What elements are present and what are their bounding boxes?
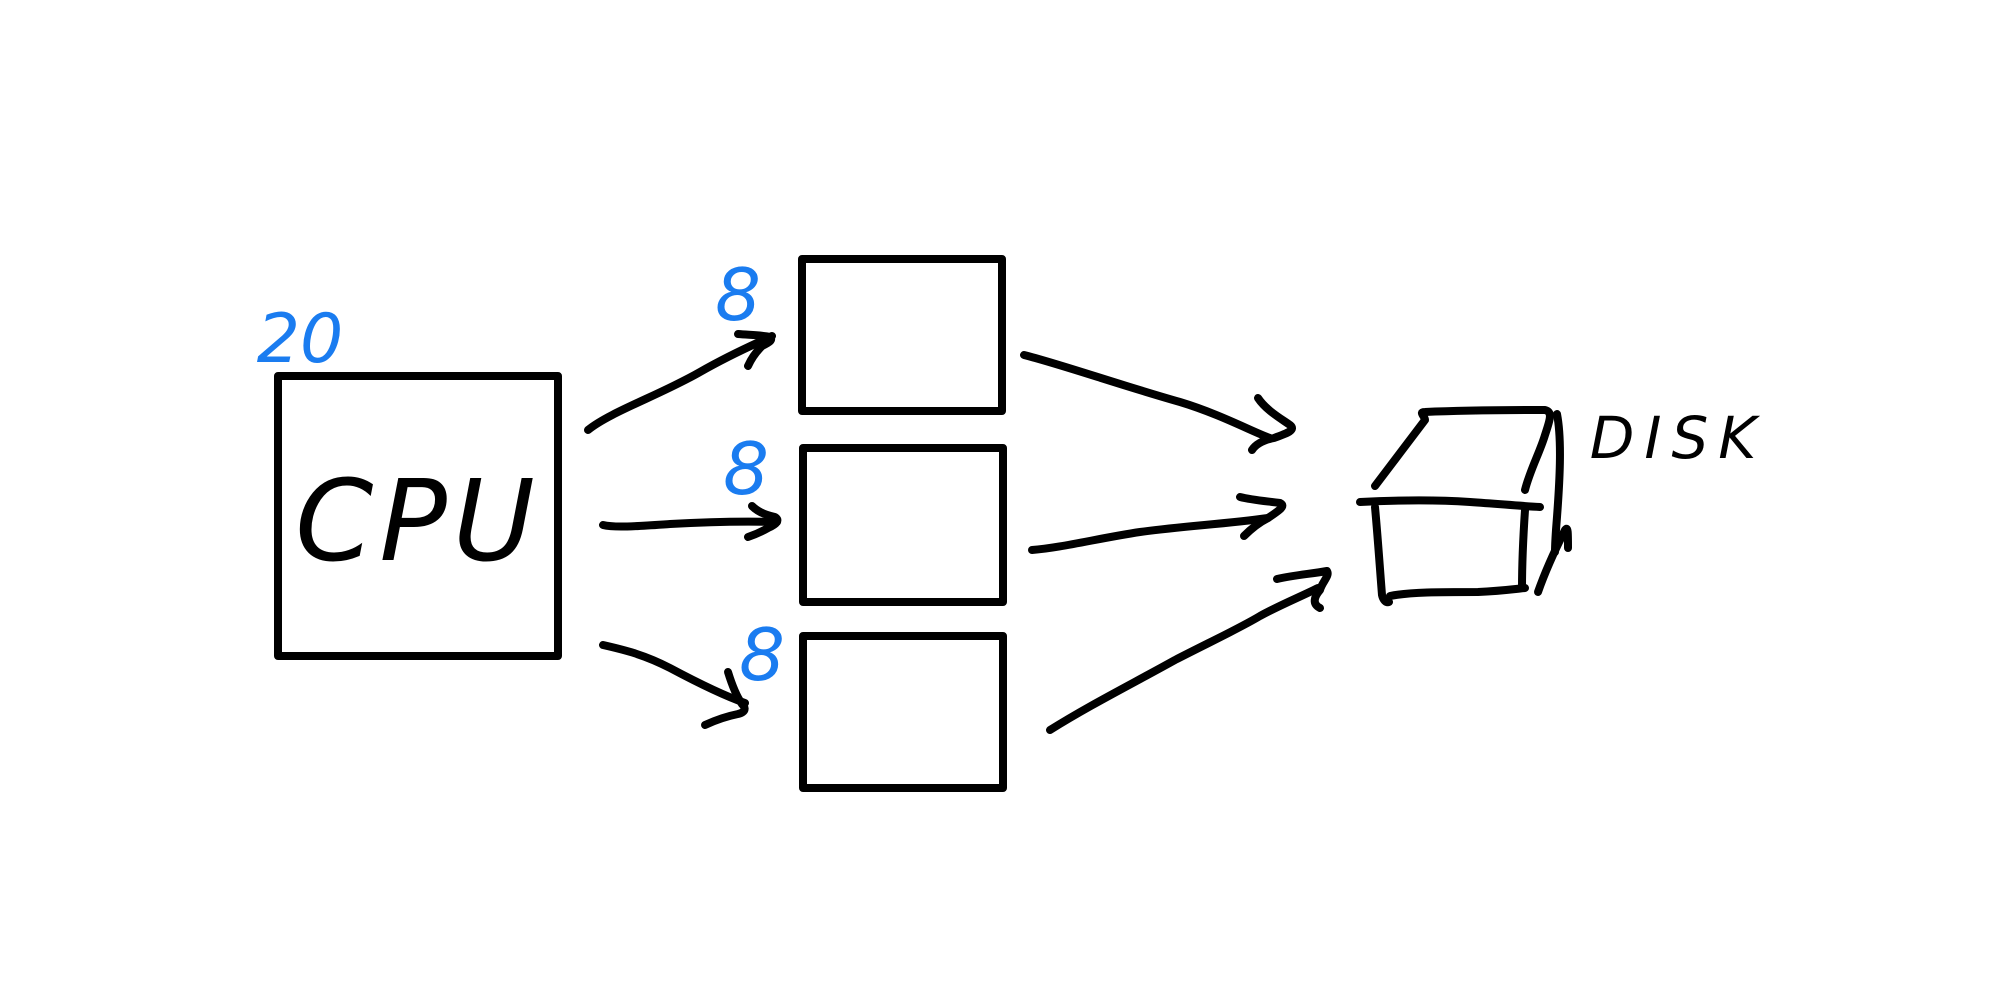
storage-label: DISK (1590, 404, 1767, 472)
cpu-box (274, 372, 562, 660)
worker-node-2: 8 (723, 427, 1007, 606)
arrowhead-icon (701, 668, 749, 729)
storage-cube-icon (1371, 406, 1554, 494)
cpu-annotation: 20 (257, 300, 344, 379)
arrow-worker-3-to-storage (1046, 567, 1332, 734)
arrowhead-icon (1248, 394, 1296, 454)
worker-node-3: 8 (739, 613, 1007, 792)
arrow-cpu-to-worker-3 (599, 641, 749, 729)
storage-node: DISK (1356, 404, 1767, 607)
arrowhead-icon (1273, 567, 1332, 612)
arrow-cpu-to-worker-2 (599, 502, 782, 541)
worker-annotation-2: 8 (723, 427, 769, 511)
arrowhead-icon (744, 502, 782, 541)
worker-node-1: 8 (715, 253, 1006, 415)
arrow-worker-1-to-storage (1020, 351, 1296, 454)
worker-box-1 (798, 255, 1006, 415)
arrow-worker-2-to-storage (1028, 493, 1287, 554)
arrowhead-icon (734, 330, 776, 370)
arrowhead-icon (1236, 493, 1287, 540)
cpu-node: CPU 20 (257, 300, 562, 660)
worker-annotation-1: 8 (715, 253, 761, 337)
cpu-label: CPU (295, 457, 541, 587)
arrow-cpu-to-worker-1 (584, 330, 776, 434)
worker-annotation-3: 8 (739, 613, 785, 697)
worker-box-2 (799, 444, 1007, 606)
worker-box-3 (799, 632, 1007, 792)
